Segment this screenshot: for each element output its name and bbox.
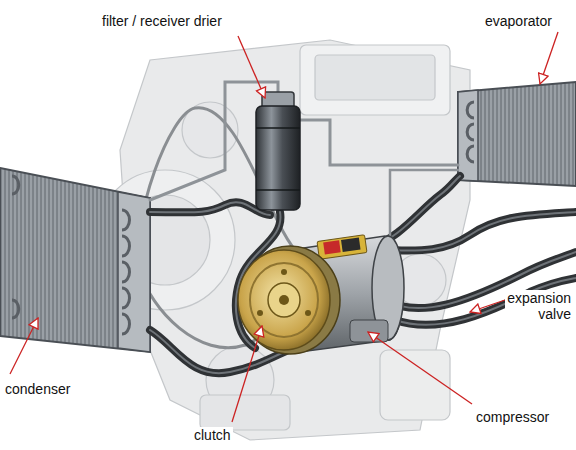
- part-label: filter / receiver drier: [100, 13, 224, 29]
- receiver-drier: [256, 92, 300, 210]
- evaporator-core: [458, 82, 576, 186]
- part-label: condenser: [3, 381, 72, 397]
- part-label: compressor: [474, 409, 551, 425]
- label-holder: condenser: [3, 380, 72, 398]
- leader-arrow: [540, 32, 558, 84]
- leader-arrows: [10, 32, 558, 422]
- refrigerant-hoses: [150, 82, 576, 373]
- label-holder: compressor: [474, 408, 551, 426]
- engine-ghost: [95, 40, 470, 440]
- label-holder: evaporator: [483, 12, 554, 30]
- condenser-core: [0, 168, 150, 352]
- label-holder: filter / receiver drier: [100, 12, 224, 30]
- part-label: expansion valve: [505, 290, 573, 322]
- leader-arrow: [10, 318, 38, 374]
- label-holder: clutch: [192, 426, 233, 444]
- leader-arrow: [238, 36, 265, 98]
- label-holder: expansion valve: [505, 290, 573, 323]
- leader-arrow: [368, 332, 472, 404]
- part-label: evaporator: [483, 13, 554, 29]
- leader-arrow: [232, 326, 262, 422]
- clutch-pulley: [238, 246, 340, 354]
- part-label: clutch: [192, 427, 233, 443]
- leader-arrow: [470, 300, 505, 312]
